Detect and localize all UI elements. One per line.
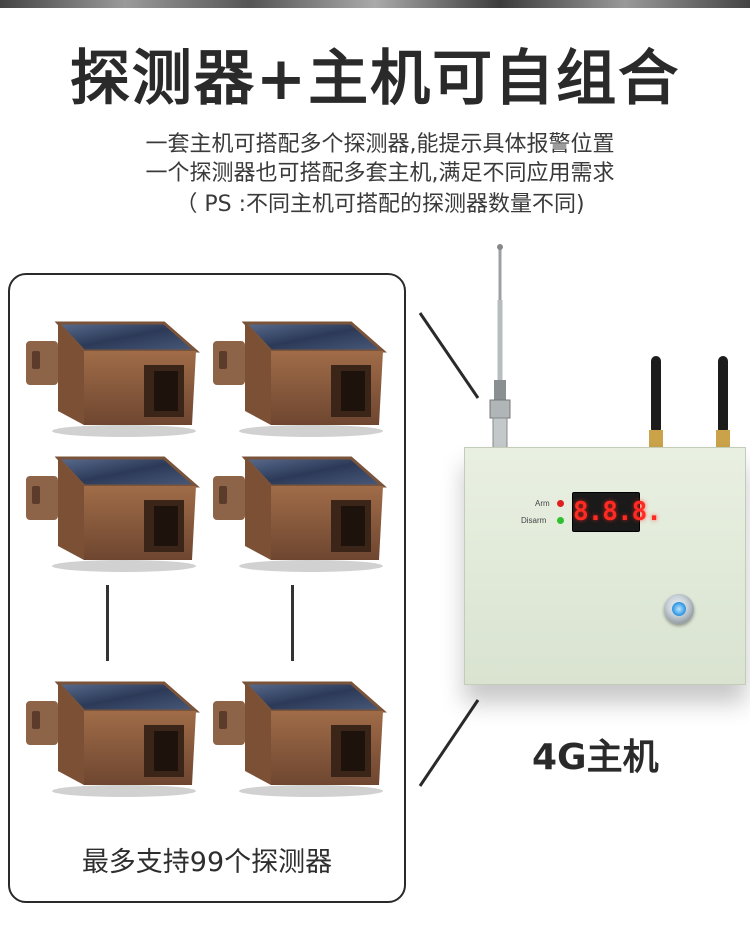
arm-label: Arm [535,499,550,508]
power-button-icon [664,594,694,624]
disarm-led-icon [557,517,564,524]
decorative-top-strip [0,0,750,8]
description-line-1: 一套主机可搭配多个探测器,能提示具体报警位置 [145,132,615,157]
ellipsis-line-right [291,585,294,661]
page-headline: 探测器+主机可自组合 [69,44,681,114]
ellipsis-line-left [106,585,109,661]
description-line-2: 一个探测器也可搭配多套主机,满足不同应用需求 [145,161,615,186]
host-label: 4G主机 [532,737,659,778]
host-unit [464,447,746,685]
disarm-label: Disarm [521,516,547,525]
description-line-3: （ PS :不同主机可搭配的探测器数量不同) [175,192,585,217]
arm-led-icon [557,500,564,507]
led-display: 8.8.8. [572,492,662,532]
detector-support-caption: 最多支持99个探测器 [81,847,333,878]
